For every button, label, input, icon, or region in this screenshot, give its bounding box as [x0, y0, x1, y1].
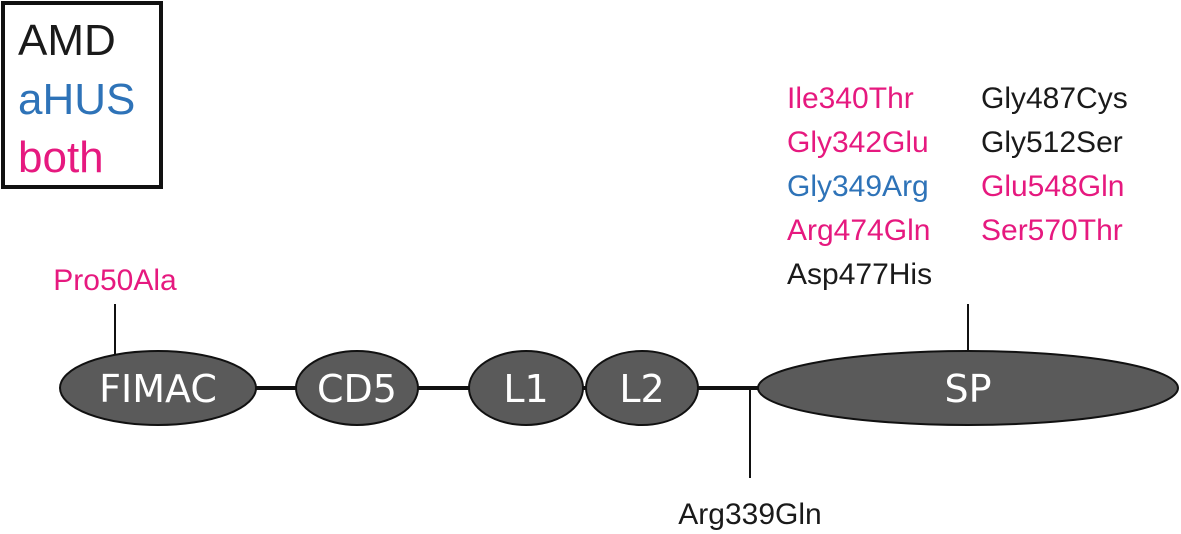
domain-sp: SP: [757, 350, 1179, 426]
mutation-label: Gly349Arg: [787, 170, 929, 203]
mutation-label: Arg339Gln: [678, 498, 821, 531]
domain-fimac-label: FIMAC: [99, 367, 217, 411]
domain-l1-label: L1: [503, 367, 548, 411]
legend-item-amd: AMD: [18, 16, 116, 65]
mutation-label: Glu548Gln: [981, 170, 1124, 203]
domain-cd5: CD5: [295, 350, 419, 426]
domain-cd5-label: CD5: [317, 367, 397, 411]
legend-box: [1, 1, 163, 189]
domain-fimac-shape: [59, 350, 257, 426]
domain-fimac: FIMAC: [59, 350, 257, 426]
mutation-label: Gly512Ser: [981, 126, 1123, 159]
domain-l2-shape: [585, 350, 699, 426]
domain-l1: L1: [468, 350, 584, 426]
legend-item-ahus: aHUS: [18, 75, 135, 124]
legend: AMD aHUS both: [1, 1, 163, 189]
domain-cd5-shape: [295, 350, 419, 426]
mutation-label: Ser570Thr: [981, 214, 1123, 247]
mutation-label: Asp477His: [787, 258, 932, 291]
mutation-label: Arg474Gln: [787, 214, 930, 247]
mutation-label: Gly487Cys: [981, 82, 1128, 115]
domain-sp-shape: [757, 350, 1179, 426]
domain-l2: L2: [585, 350, 699, 426]
domain-sp-label: SP: [944, 367, 991, 411]
mutation-label: Gly342Glu: [787, 126, 929, 159]
mutation-label: Ile340Thr: [787, 82, 914, 115]
mutation-label: Pro50Ala: [53, 264, 177, 297]
legend-item-both: both: [18, 133, 104, 182]
domain-l1-shape: [468, 350, 584, 426]
domain-l2-label: L2: [619, 367, 664, 411]
